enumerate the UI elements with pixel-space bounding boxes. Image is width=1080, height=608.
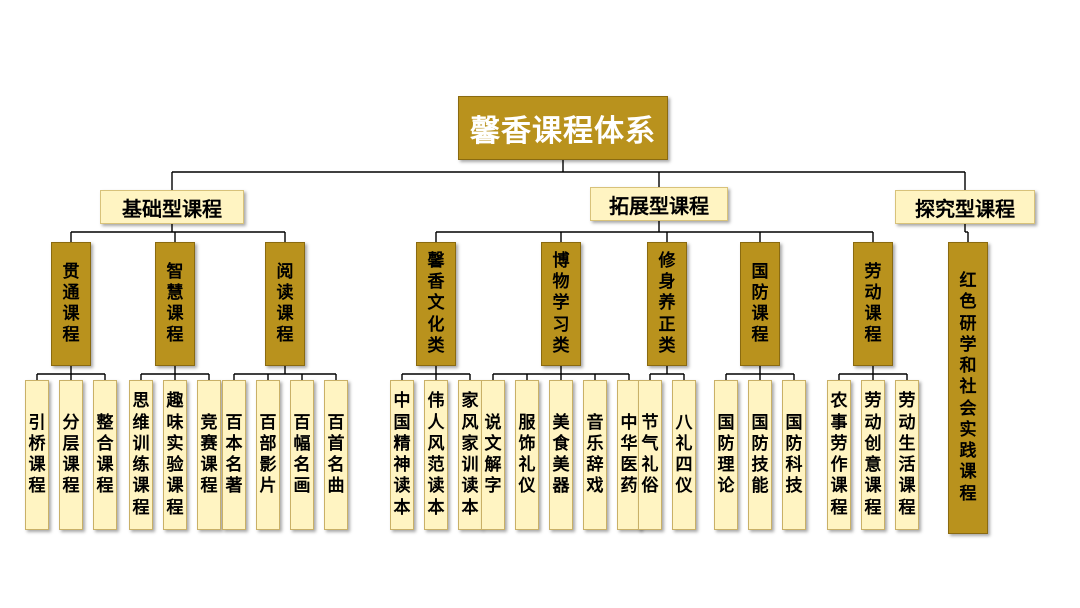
leaf-node: 中国精神读本: [390, 380, 414, 530]
leaf-node: 国防科技: [782, 380, 806, 530]
subcategory-node: 贯通课程: [51, 242, 91, 366]
leaf-node: 节气礼俗: [638, 380, 662, 530]
leaf-node: 服饰礼仪: [515, 380, 539, 530]
leaf-node-label: 说文解字: [484, 412, 502, 497]
leaf-node: 思维训练课程: [129, 380, 153, 530]
subcategory-node-label: 智慧课程: [166, 261, 184, 346]
leaf-node-label: 伟人风范读本: [427, 391, 445, 518]
subcategory-node: 馨香文化类: [416, 242, 456, 366]
leaf-node-label: 百首名曲: [327, 412, 345, 497]
leaf-node-label: 思维训练课程: [132, 391, 150, 518]
leaf-node: 八礼四仪: [672, 380, 696, 530]
subcategory-node: 劳动课程: [853, 242, 893, 366]
leaf-node-label: 劳动生活课程: [898, 391, 916, 518]
leaf-node: 劳动生活课程: [895, 380, 919, 530]
subcategory-node-label: 贯通课程: [62, 261, 80, 346]
leaf-node: 国防理论: [714, 380, 738, 530]
leaf-node-label: 百本名著: [225, 412, 243, 497]
leaf-node: 农事劳作课程: [827, 380, 851, 530]
leaf-node-label: 音乐辞戏: [586, 412, 604, 497]
category-label: 探究型课程: [915, 196, 1015, 221]
root-label: 馨香课程体系: [470, 114, 656, 149]
leaf-node-label: 家风家训读本: [461, 391, 479, 518]
leaf-node: 家风家训读本: [458, 380, 482, 530]
leaf-node: 竞赛课程: [197, 380, 221, 530]
subcategory-node-label: 劳动课程: [864, 261, 882, 346]
leaf-node: 国防技能: [748, 380, 772, 530]
subcategory-node: 国防课程: [740, 242, 780, 366]
subcategory-node-label: 国防课程: [751, 261, 769, 346]
leaf-node-label: 服饰礼仪: [518, 412, 536, 497]
category-extended: 拓展型课程: [590, 187, 728, 221]
leaf-node: 美食美器: [549, 380, 573, 530]
leaf-node-label: 竞赛课程: [200, 412, 218, 497]
leaf-node-label: 引桥课程: [28, 412, 46, 497]
subcategory-node: 智慧课程: [155, 242, 195, 366]
leaf-node: 劳动创意课程: [861, 380, 885, 530]
leaf-node: 分层课程: [59, 380, 83, 530]
leaf-node-label: 美食美器: [552, 412, 570, 497]
leaf-node: 百首名曲: [324, 380, 348, 530]
leaf-node-label: 国防理论: [717, 412, 735, 497]
leaf-node-label: 国防技能: [751, 412, 769, 497]
subcategory-node-label: 阅读课程: [276, 261, 294, 346]
subcategory-node-label: 修身养正类: [658, 250, 676, 356]
category-inquiry: 探究型课程: [895, 190, 1035, 224]
leaf-node: 音乐辞戏: [583, 380, 607, 530]
leaf-node: 趣味实验课程: [163, 380, 187, 530]
leaf-node: 伟人风范读本: [424, 380, 448, 530]
leaf-node: 整合课程: [93, 380, 117, 530]
leaf-node-label: 国防科技: [785, 412, 803, 497]
leaf-node: 引桥课程: [25, 380, 49, 530]
leaf-node-label: 趣味实验课程: [166, 391, 184, 518]
category-basic: 基础型课程: [100, 190, 244, 224]
subcategory-node-label: 博物学习类: [552, 250, 570, 356]
leaf-node-label: 百部影片: [259, 412, 277, 497]
subcategory-node-label: 馨香文化类: [427, 250, 445, 356]
category-label: 基础型课程: [122, 196, 222, 221]
leaf-node: 百部影片: [256, 380, 280, 530]
leaf-node: 百本名著: [222, 380, 246, 530]
leaf-node: 说文解字: [481, 380, 505, 530]
subcategory-node: 红色研学和社会实践课程: [948, 242, 988, 534]
leaf-node-label: 整合课程: [96, 412, 114, 497]
leaf-node-label: 劳动创意课程: [864, 391, 882, 518]
leaf-node-label: 中国精神读本: [393, 391, 411, 518]
subcategory-node: 修身养正类: [647, 242, 687, 366]
leaf-node-label: 节气礼俗: [641, 412, 659, 497]
leaf-node-label: 中华医药: [620, 412, 638, 497]
leaf-node-label: 八礼四仪: [675, 412, 693, 497]
leaf-node-label: 分层课程: [62, 412, 80, 497]
subcategory-node-label: 红色研学和社会实践课程: [959, 271, 977, 504]
leaf-node-label: 百幅名画: [293, 412, 311, 497]
root-node: 馨香课程体系: [458, 96, 668, 160]
leaf-node: 中华医药: [617, 380, 641, 530]
subcategory-node: 阅读课程: [265, 242, 305, 366]
subcategory-node: 博物学习类: [541, 242, 581, 366]
leaf-node-label: 农事劳作课程: [830, 391, 848, 518]
category-label: 拓展型课程: [609, 193, 709, 218]
leaf-node: 百幅名画: [290, 380, 314, 530]
